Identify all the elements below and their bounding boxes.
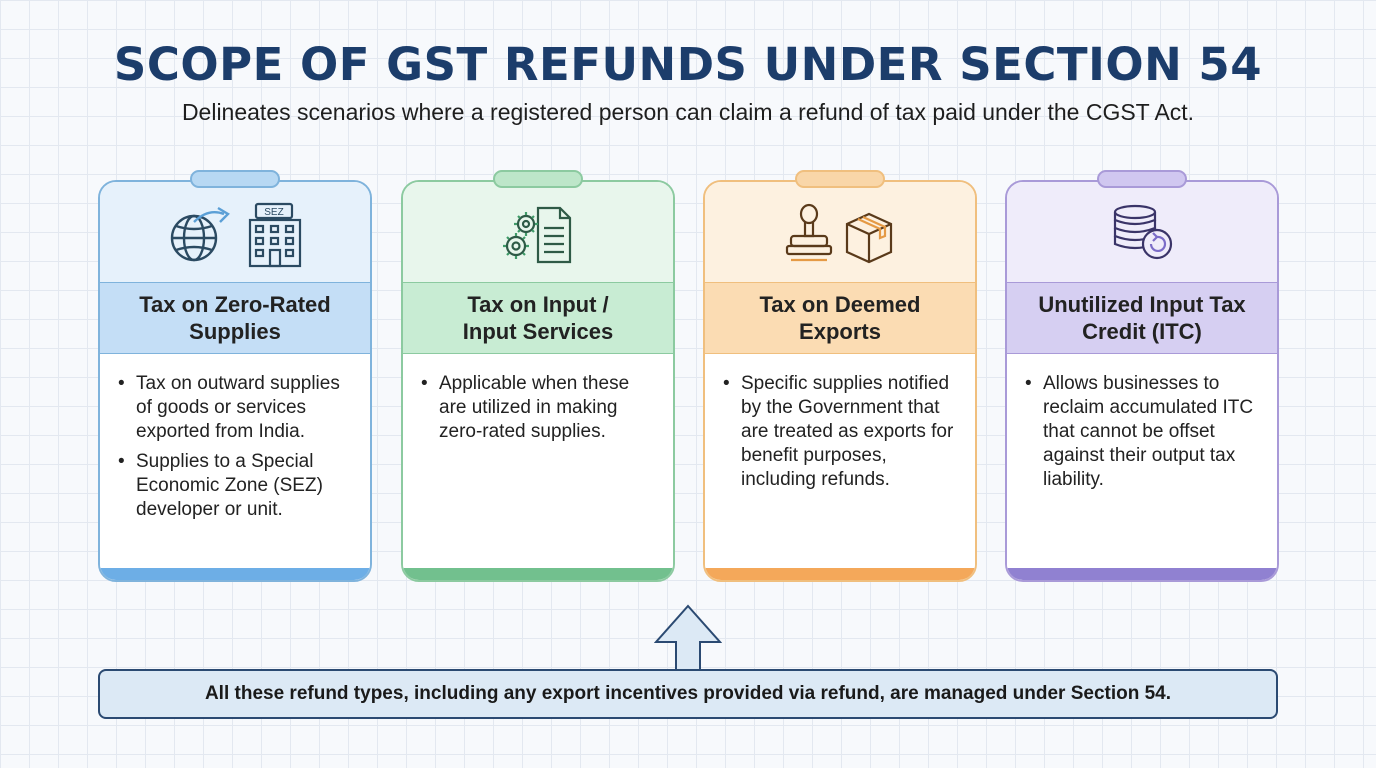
card-body: Specific supplies notified by the Govern… <box>705 354 975 572</box>
card-body: Tax on outward supplies of goods or serv… <box>100 354 370 572</box>
card-tab <box>795 170 885 188</box>
bullet-item: Applicable when these are utilized in ma… <box>421 372 661 444</box>
card-tab <box>190 170 280 188</box>
page-subtitle: Delineates scenarios where a registered … <box>181 99 1195 125</box>
card-footer-bar <box>705 568 975 580</box>
bullet-item: Specific supplies notified by the Govern… <box>723 372 963 492</box>
up-arrow-icon <box>654 604 722 671</box>
globe-arrow-icon <box>170 206 230 262</box>
package-box-icon <box>845 212 893 264</box>
card-tab <box>1097 170 1187 188</box>
card-icon-area: SEZ <box>100 182 370 282</box>
card-footer-bar <box>1007 568 1277 580</box>
card-body: Allows businesses to reclaim accumulated… <box>1007 354 1277 572</box>
card-icon-area <box>1007 182 1277 282</box>
card-icon-area <box>403 182 673 282</box>
bullet-item: Supplies to a Special Economic Zone (SEZ… <box>118 450 358 522</box>
card-tab <box>493 170 583 188</box>
card-footer-bar <box>100 568 370 580</box>
summary-box: All these refund types, including any ex… <box>98 669 1278 719</box>
card-icon-area <box>705 182 975 282</box>
page-title: SCOPE OF GST REFUNDS UNDER SECTION 54 <box>113 38 1263 91</box>
bullet-item: Allows businesses to reclaim accumulated… <box>1025 372 1265 492</box>
bullet-item: Tax on outward supplies of goods or serv… <box>118 372 358 444</box>
card-footer-bar <box>403 568 673 580</box>
coins-refund-icon <box>1113 204 1173 260</box>
sez-icon-label: SEZ <box>264 207 283 218</box>
gears-document-icon <box>503 206 572 264</box>
sez-building-icon: SEZ <box>248 202 302 268</box>
card-input-services: Tax on Input /Input Services Applicable … <box>401 180 675 582</box>
card-body: Applicable when these are utilized in ma… <box>403 354 673 572</box>
stamp-icon <box>785 203 833 262</box>
card-heading: Tax on Input /Input Services <box>403 282 673 354</box>
